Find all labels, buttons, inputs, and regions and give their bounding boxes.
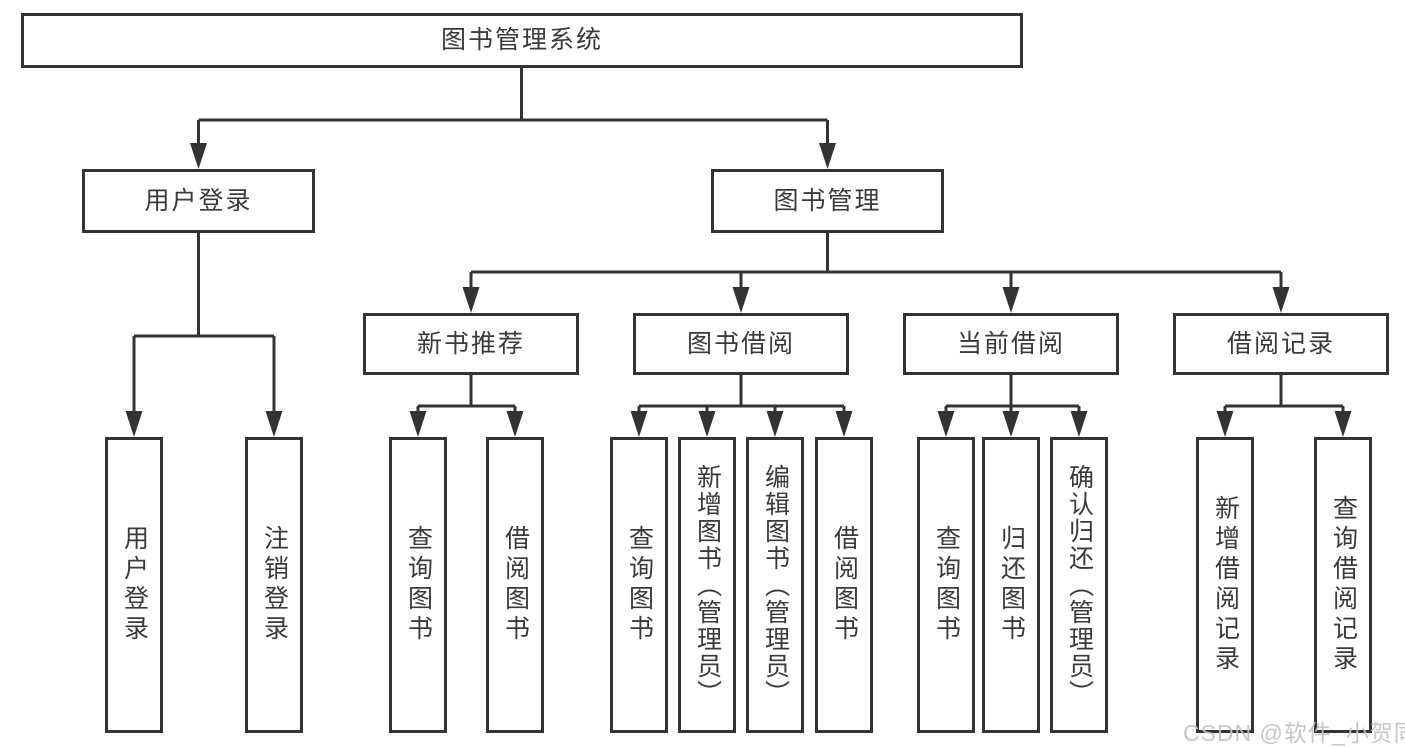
leaf-borrow-book-1: 借阅图书 [486,437,544,733]
node-label: 当前借阅 [956,329,1065,358]
leaf-user-login: 用户登录 [105,437,163,733]
node-label: 查询图书 [932,525,961,645]
node-label: 新增借阅记录 [1211,495,1240,675]
leaf-confirm-return-admin: 确认归还（管理员） [1050,437,1108,733]
leaf-query-book-1: 查询图书 [389,437,447,733]
node-current-borrow: 当前借阅 [903,313,1119,375]
node-label: 查询图书 [404,525,433,645]
node-label: 查询借阅记录 [1329,495,1358,675]
node-label: 借阅图书 [830,525,859,645]
node-label: 新增图书（管理员） [693,463,722,707]
node-book-borrow: 图书借阅 [633,313,849,375]
node-label: 注销登录 [260,525,289,645]
node-label: 借阅记录 [1226,329,1335,358]
leaf-edit-book-admin: 编辑图书（管理员） [746,437,804,733]
node-label: 图书借阅 [686,329,795,358]
node-label: 用户登录 [120,525,149,645]
node-label: 图书管理 [773,186,882,215]
node-label: 编辑图书（管理员） [761,463,790,707]
node-user-login: 用户登录 [82,169,315,233]
leaf-add-borrow-record: 新增借阅记录 [1196,437,1254,733]
node-label: 借阅图书 [501,525,530,645]
csdn-watermark: CSDN @软件_小贺同学 [1183,720,1405,746]
node-label: 图书管理系统 [440,26,603,54]
node-label: 归还图书 [997,525,1026,645]
leaf-return-book: 归还图书 [982,437,1040,733]
leaf-query-book-2: 查询图书 [610,437,668,733]
node-label: 新书推荐 [416,329,525,358]
node-label: 用户登录 [144,186,253,215]
leaf-logout: 注销登录 [245,437,303,733]
node-new-book-recommend: 新书推荐 [363,313,579,375]
node-root: 图书管理系统 [21,13,1023,68]
node-label: 确认归还（管理员） [1065,463,1094,707]
leaf-query-borrow-record: 查询借阅记录 [1314,437,1372,733]
node-label: 查询图书 [625,525,654,645]
leaf-add-book-admin: 新增图书（管理员） [678,437,736,733]
node-borrow-record: 借阅记录 [1173,313,1389,375]
leaf-borrow-book-2: 借阅图书 [815,437,873,733]
node-book-management: 图书管理 [711,169,944,233]
leaf-query-book-3: 查询图书 [917,437,975,733]
